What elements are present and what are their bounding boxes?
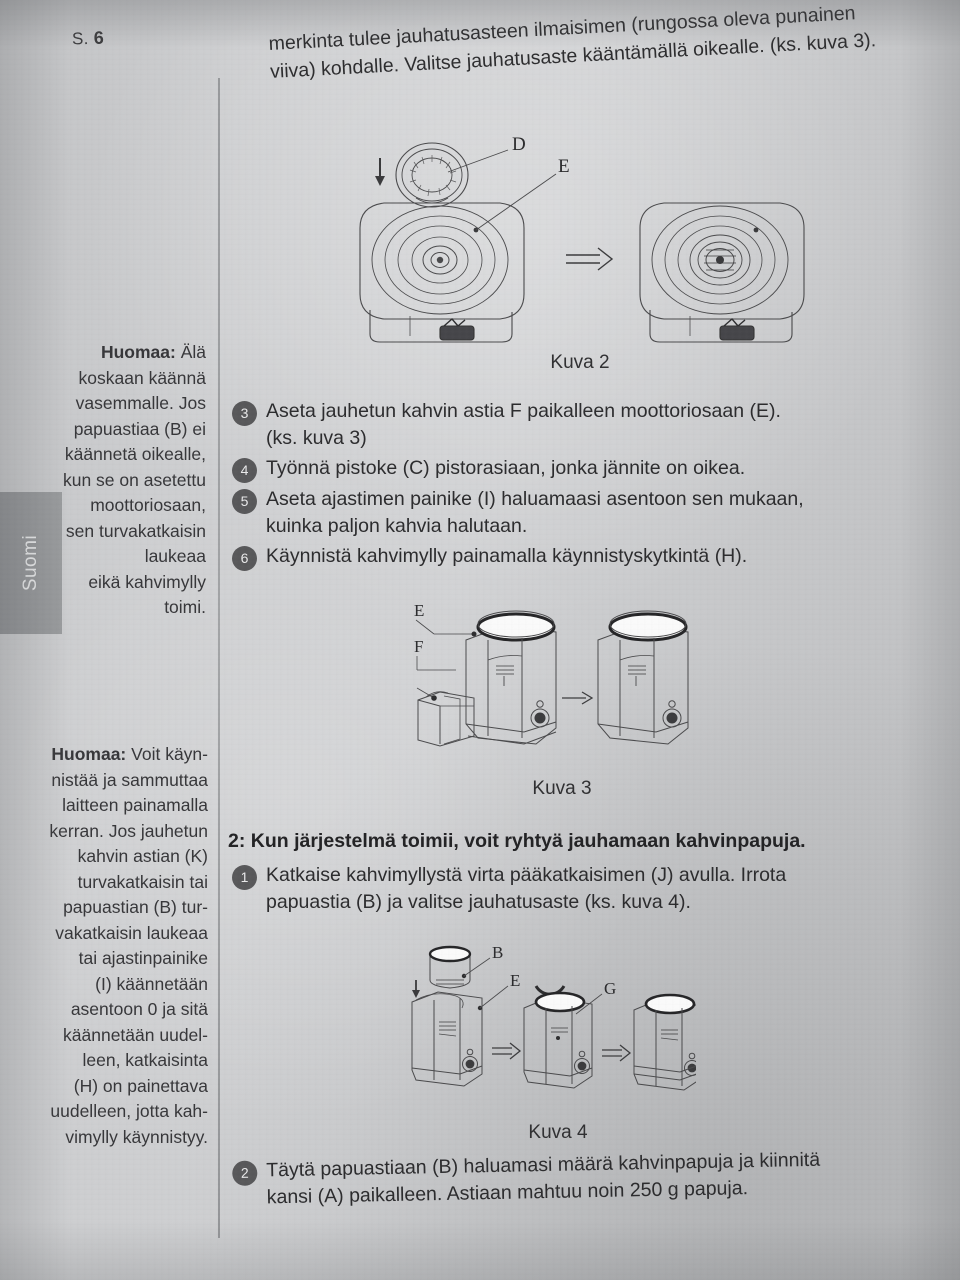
side-note-line: kahvin astian (K)	[77, 846, 208, 866]
column-divider	[218, 78, 220, 1238]
step-bullet: 1	[232, 865, 257, 890]
step-line: kuinka paljon kahvia halutaan.	[266, 515, 528, 537]
side-note-line: Huomaa: Voit käyn-	[18, 742, 208, 768]
side-note-line: vimylly käynnistyy.	[65, 1126, 208, 1147]
figure3-label-F: F	[414, 637, 423, 656]
side-note-line: käännetä oikealle,	[64, 444, 206, 464]
side-note-line: asentoon 0 ja sitä	[70, 999, 208, 1019]
side-note-line: käännetään uudel-	[63, 1024, 208, 1045]
side-note-label: Huomaa:	[100, 342, 176, 362]
step-text: Aseta ajastimen painike (I) haluamaasi a…	[266, 486, 804, 540]
page-number-prefix: S.	[71, 28, 89, 49]
language-tab: Suomi	[0, 492, 62, 634]
step-item: 3 Aseta jauhetun kahvin astia F paikalle…	[232, 398, 892, 452]
step-item: 5 Aseta ajastimen painike (I) haluamaasi…	[232, 486, 892, 540]
grinder-unit-2	[523, 991, 593, 1089]
side-note-line: (H) on painettava	[73, 1075, 208, 1096]
down-arrow-icon	[375, 158, 385, 186]
figure3-label-E: E	[414, 601, 424, 620]
figure2-label-E: E	[558, 156, 570, 177]
down-arrow-icon	[412, 980, 420, 998]
steps-list-group-2: 1 Katkaise kahvimyllystä virta pääkatkai…	[232, 862, 892, 919]
figure2-label-D: D	[512, 134, 526, 155]
side-note-line: papuastiaa (B) ei	[73, 418, 206, 439]
section-heading: 2: Kun järjestelmä toimii, voit ryhtyä j…	[228, 830, 806, 852]
figure-caption-kuva-2: Kuva 2	[550, 352, 610, 373]
bean-container-B	[428, 945, 472, 989]
step-line: (ks. kuva 3)	[266, 427, 367, 449]
step-text: Työnnä pistoke (C) pistorasiaan, jonka j…	[266, 455, 745, 482]
step-line: Aseta jauhetun kahvin astia F paikalleen…	[266, 400, 781, 422]
figure-caption-kuva-3: Kuva 3	[532, 778, 592, 799]
figure4-label-B: B	[492, 943, 503, 962]
steps-list-group-1: 3 Aseta jauhetun kahvin astia F paikalle…	[232, 398, 892, 574]
side-note-2: Huomaa: Voit käyn- nistää ja sammuttaa l…	[18, 742, 208, 1150]
step-item: 4 Työnnä pistoke (C) pistorasiaan, jonka…	[232, 455, 892, 483]
side-note-text: Älä	[180, 342, 206, 362]
figure-kuva-4: B	[396, 938, 696, 1118]
grinder-body-right	[639, 202, 805, 343]
side-note-line: koskaan käännä	[78, 367, 206, 388]
step-line: Aseta ajastimen painike (I) haluamaasi a…	[266, 488, 804, 510]
transform-arrow-icon	[566, 247, 614, 271]
side-note-line: vasemmalle. Jos	[75, 393, 206, 413]
burr-ring-part	[395, 142, 469, 208]
step-bullet: 6	[232, 546, 257, 571]
grinder-left	[465, 610, 557, 745]
step-bullet: 2	[232, 1160, 258, 1186]
side-note-line: toimi.	[164, 597, 206, 617]
step-line: Käynnistä kahvimylly painamalla käynnist…	[266, 545, 748, 567]
side-note-line: uudelleen, jotta kah-	[50, 1101, 208, 1121]
step-text: Aseta jauhetun kahvin astia F paikalleen…	[266, 398, 781, 452]
step-text: Käynnistä kahvimylly painamalla käynnist…	[266, 543, 747, 570]
side-note-line: turvakatkaisin tai	[77, 871, 208, 892]
step-item: 1 Katkaise kahvimyllystä virta pääkatkai…	[232, 862, 892, 916]
side-note-line: eikä kahvimylly	[88, 571, 206, 592]
figure-kuva-3: E F	[404, 600, 704, 780]
side-note-line: nistää ja sammuttaa	[51, 769, 208, 790]
side-note-line: (I) käännetään	[95, 973, 208, 994]
step-text: Täytä papuastiaan (B) haluamasi määrä ka…	[266, 1147, 821, 1212]
transform-arrow-icon	[562, 691, 594, 705]
step-line: papuastia (B) ja valitse jauhatusaste (k…	[266, 891, 691, 913]
side-note-line: papuastian (B) tur-	[63, 897, 208, 917]
figure4-label-E: E	[510, 971, 520, 990]
figure-kuva-2: D E	[352, 130, 912, 345]
figure-caption-kuva-4: Kuva 4	[528, 1122, 588, 1143]
grinder-unit-1	[411, 991, 483, 1087]
side-note-line: kun se on asetettu	[62, 469, 206, 490]
step-bullet: 5	[232, 489, 257, 514]
figure4-label-G: G	[604, 979, 616, 998]
side-note-line: moottoriosaan,	[90, 495, 206, 515]
step-bullet: 3	[232, 401, 257, 426]
side-note-line: sen turvakatkaisin	[65, 520, 206, 541]
step-text: Katkaise kahvimyllystä virta pääkatkaisi…	[266, 862, 786, 916]
transform-arrow-icon	[492, 1042, 522, 1060]
side-note-line: leen, katkaisinta	[82, 1050, 209, 1070]
step-line: Katkaise kahvimyllystä virta pääkatkaisi…	[266, 864, 787, 886]
grinder-unit-3	[633, 993, 696, 1091]
grinder-body-left	[359, 202, 525, 343]
side-note-line: Huomaa: Älä	[24, 340, 206, 366]
coffee-container-F	[417, 691, 475, 747]
step-line: Työnnä pistoke (C) pistorasiaan, jonka j…	[266, 457, 746, 479]
step-item: 6 Käynnistä kahvimylly painamalla käynni…	[232, 543, 892, 571]
side-note-line: vakatkaisin laukeaa	[55, 922, 208, 943]
side-note-1: Huomaa: Älä koskaan käännä vasemmalle. J…	[24, 340, 206, 621]
page-number-value: 6	[93, 27, 105, 48]
transform-arrow-icon	[602, 1044, 632, 1062]
side-note-line: laukeaa	[144, 546, 206, 566]
page-number: S. 6	[72, 28, 104, 50]
side-note-line: kerran. Jos jauhetun	[49, 820, 208, 841]
grinder-right	[597, 610, 689, 745]
side-note-text: Voit käyn-	[131, 744, 208, 764]
side-note-label: Huomaa:	[51, 744, 127, 764]
side-note-line: tai ajastinpainike	[78, 948, 208, 968]
side-note-line: laitteen painamalla	[62, 795, 208, 815]
step-bullet: 4	[232, 458, 257, 483]
